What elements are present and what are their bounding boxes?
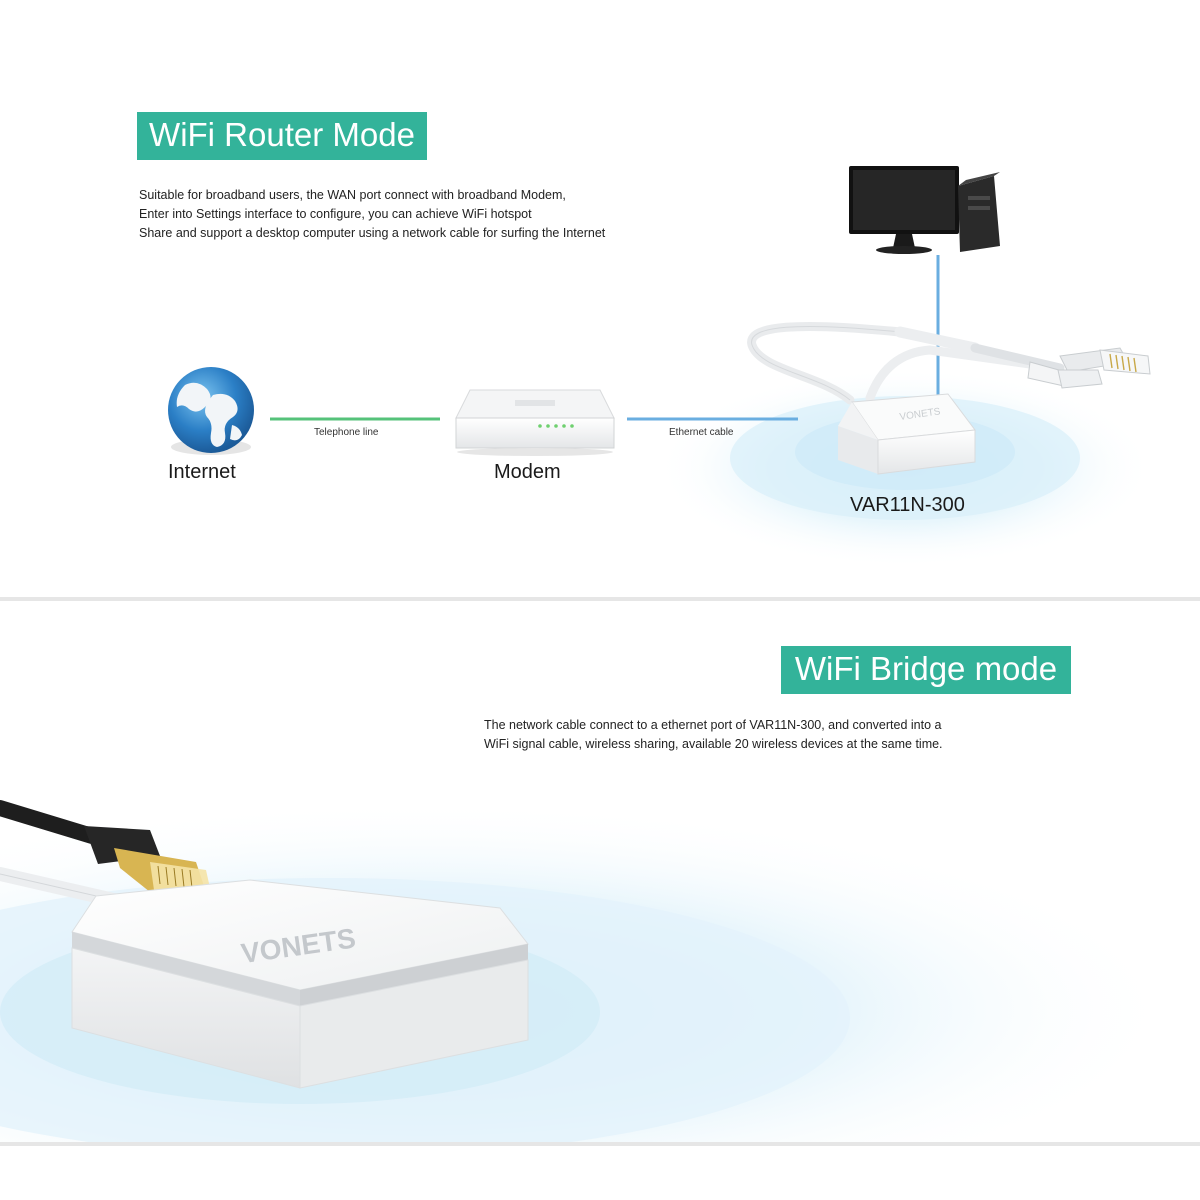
router-mode-section: VONETS WiFi Router Mode Suitable for bro… <box>137 112 1155 568</box>
section-divider <box>0 597 1200 601</box>
router-device-icon: VONETS <box>838 393 976 475</box>
device-model-label: VAR11N-300 <box>850 494 965 516</box>
bridge-mode-description: The network cable connect to a ethernet … <box>484 716 943 754</box>
desktop-computer-icon <box>849 166 1000 254</box>
router-mode-title: WiFi Router Mode <box>137 112 427 160</box>
description-line: Suitable for broadband users, the WAN po… <box>139 188 566 202</box>
description-line: Share and support a desktop computer usi… <box>139 226 606 240</box>
device-cables <box>747 321 1065 405</box>
globe-icon <box>168 367 254 455</box>
bridge-mode-section: VONETS WiFi Bridge mode The network cabl… <box>0 601 1200 1142</box>
ethernet-plug-icon <box>1027 347 1151 389</box>
description-line: WiFi signal cable, wireless sharing, ava… <box>484 737 943 751</box>
section-divider <box>0 1142 1200 1146</box>
modem-icon <box>455 389 615 456</box>
ethernet-cable-label: Ethernet cable <box>669 427 734 438</box>
bridge-mode-title: WiFi Bridge mode <box>781 646 1071 694</box>
router-device-icon: VONETS <box>71 879 529 1089</box>
description-line: The network cable connect to a ethernet … <box>484 718 942 732</box>
description-line: Enter into Settings interface to configu… <box>139 207 532 221</box>
internet-label: Internet <box>168 461 236 483</box>
bridge-mode-illustration: VONETS <box>0 800 1180 1142</box>
ethernet-plug-icon <box>84 826 210 892</box>
modem-label: Modem <box>494 461 561 483</box>
telephone-line-label: Telephone line <box>314 427 379 438</box>
router-mode-diagram: VONETS <box>168 166 1155 568</box>
router-mode-description: Suitable for broadband users, the WAN po… <box>139 186 605 243</box>
